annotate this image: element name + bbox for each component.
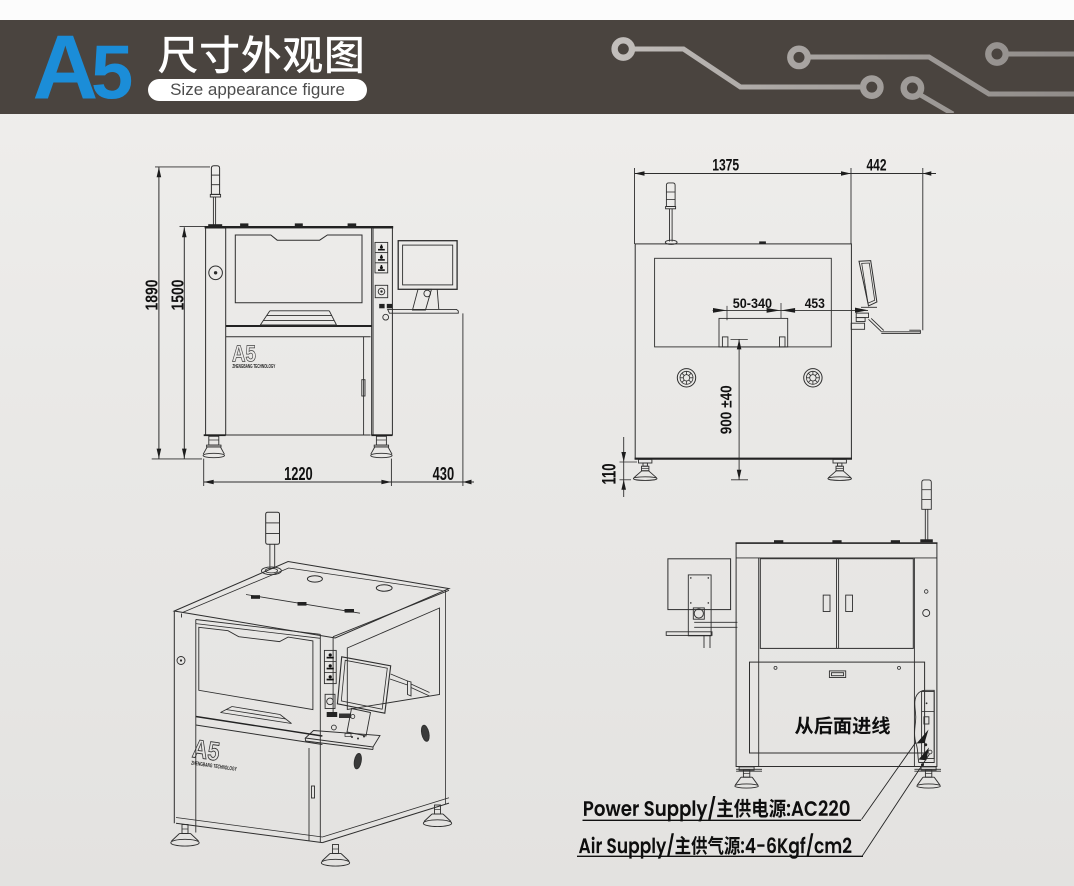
svg-text:1375: 1375 xyxy=(712,156,739,174)
svg-text:1500: 1500 xyxy=(168,279,188,310)
svg-text:442: 442 xyxy=(867,156,887,174)
svg-text:453: 453 xyxy=(805,296,825,311)
svg-text:5: 5 xyxy=(91,31,133,114)
svg-text:110: 110 xyxy=(600,464,621,485)
svg-text:50-340: 50-340 xyxy=(733,296,773,311)
svg-text:A5: A5 xyxy=(232,340,256,366)
svg-text:430: 430 xyxy=(433,463,455,484)
svg-text:ZHENGBANG TECHNOLOGY: ZHENGBANG TECHNOLOGY xyxy=(232,364,275,370)
svg-text:900 ±40: 900 ±40 xyxy=(719,385,736,434)
svg-text:1890: 1890 xyxy=(141,279,161,310)
svg-text:A5: A5 xyxy=(191,733,222,766)
svg-text:1220: 1220 xyxy=(284,463,313,484)
svg-text:A: A xyxy=(33,18,99,114)
